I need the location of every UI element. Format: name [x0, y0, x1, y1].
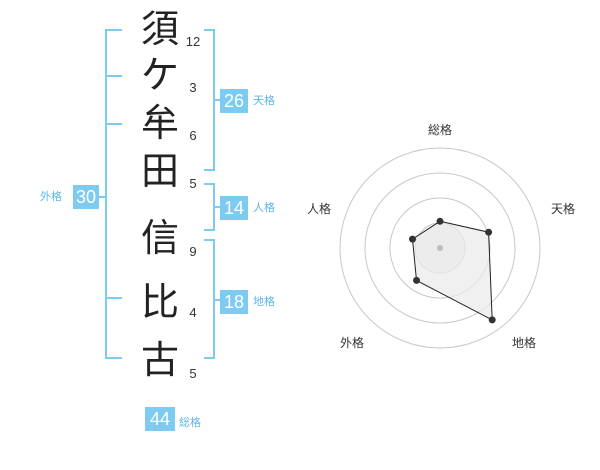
stroke-count-7: 5 [189, 366, 197, 381]
radar-grid-circle [364, 172, 516, 324]
name-char-2: ケ [140, 53, 179, 97]
radar-data-point [409, 235, 416, 243]
radar-axis-label-gaikaku: 外格 [339, 336, 364, 350]
stroke-count-1: 12 [185, 34, 201, 49]
radar-data-point [436, 217, 444, 225]
name-char-4: 田 [140, 149, 179, 193]
name-char-7: 古 [140, 338, 179, 382]
name-char-6: 比 [140, 280, 179, 324]
radar-axis-label-jinkaku: 人格 [306, 202, 331, 216]
radar-center-dot [437, 245, 443, 251]
radar-data-point [413, 276, 420, 284]
jinkaku-label: 人格 [253, 201, 275, 214]
tenkaku-label: 天格 [253, 94, 275, 107]
radar-grid-circle [389, 197, 491, 299]
radar-axis-label-soukaku: 総格 [427, 123, 452, 137]
tenkaku-value: 26 [220, 89, 248, 113]
chikaku-label: 地格 [253, 295, 275, 308]
radar-axis-label-chikaku: 地格 [511, 336, 536, 350]
stroke-count-3: 6 [189, 128, 197, 143]
stroke-count-5: 9 [189, 244, 197, 259]
stroke-count-4: 5 [189, 176, 197, 191]
gaikaku-value: 30 [73, 185, 99, 209]
name-char-1: 須 [140, 7, 179, 51]
stroke-count-2: 3 [189, 80, 197, 95]
soukaku-label: 総格 [179, 416, 201, 429]
radar-axis-label-tenkaku: 天格 [550, 202, 575, 216]
chikaku-value: 18 [220, 290, 248, 314]
jinkaku-value: 14 [220, 196, 248, 220]
name-char-5: 信 [140, 216, 179, 260]
radar-data-point [485, 228, 493, 236]
name-char-3: 牟 [140, 101, 179, 145]
radar-data-polygon [411, 220, 493, 321]
soukaku-value: 44 [145, 407, 175, 431]
radar-grid-circle [339, 147, 541, 349]
gaikaku-label: 外格 [40, 190, 62, 203]
radar-data-point [488, 316, 496, 324]
stroke-count-6: 4 [189, 305, 197, 320]
